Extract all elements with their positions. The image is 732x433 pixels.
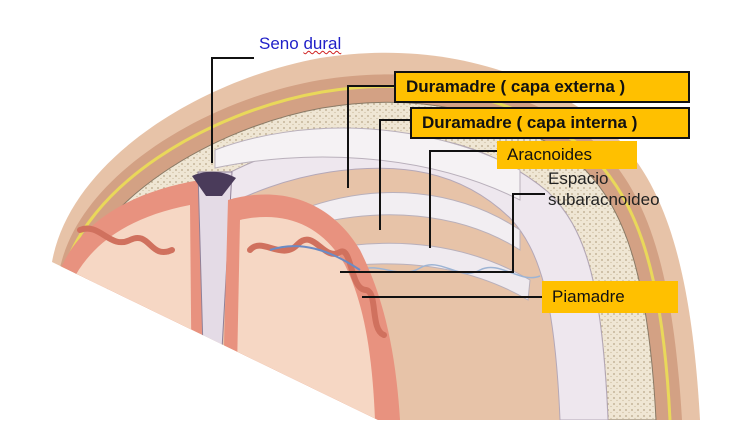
label-duramadre-interna: Duramadre ( capa interna ) bbox=[410, 107, 690, 139]
label-espacio-line1: Espacio bbox=[548, 169, 609, 188]
leader-duramadre-externa bbox=[347, 85, 394, 188]
dural-sinus bbox=[192, 171, 236, 196]
label-espacio-line2: subaracnoideo bbox=[548, 190, 660, 209]
leader-aracnoides bbox=[429, 150, 497, 248]
dura-flap-outer bbox=[214, 127, 521, 201]
arachnoid-flap bbox=[319, 242, 531, 301]
label-espacio-subaracnoideo: Espacio subaracnoideo bbox=[548, 168, 660, 210]
label-seno-dural: Seno dural bbox=[259, 34, 341, 54]
cortical-vessels bbox=[269, 245, 361, 271]
leader-espacio-subaracnoideo bbox=[340, 193, 545, 273]
left-gyri bbox=[77, 225, 175, 255]
leader-duramadre-interna bbox=[379, 119, 410, 230]
label-seno-word: Seno bbox=[259, 34, 299, 53]
label-dural-word: dural bbox=[303, 34, 342, 53]
leader-seno-dural bbox=[211, 57, 254, 163]
leader-lines bbox=[211, 57, 545, 298]
label-duramadre-externa: Duramadre ( capa externa ) bbox=[394, 71, 690, 103]
label-aracnoides: Aracnoides bbox=[497, 141, 637, 169]
right-gyri bbox=[247, 236, 387, 338]
label-piamadre: Piamadre bbox=[542, 281, 678, 313]
